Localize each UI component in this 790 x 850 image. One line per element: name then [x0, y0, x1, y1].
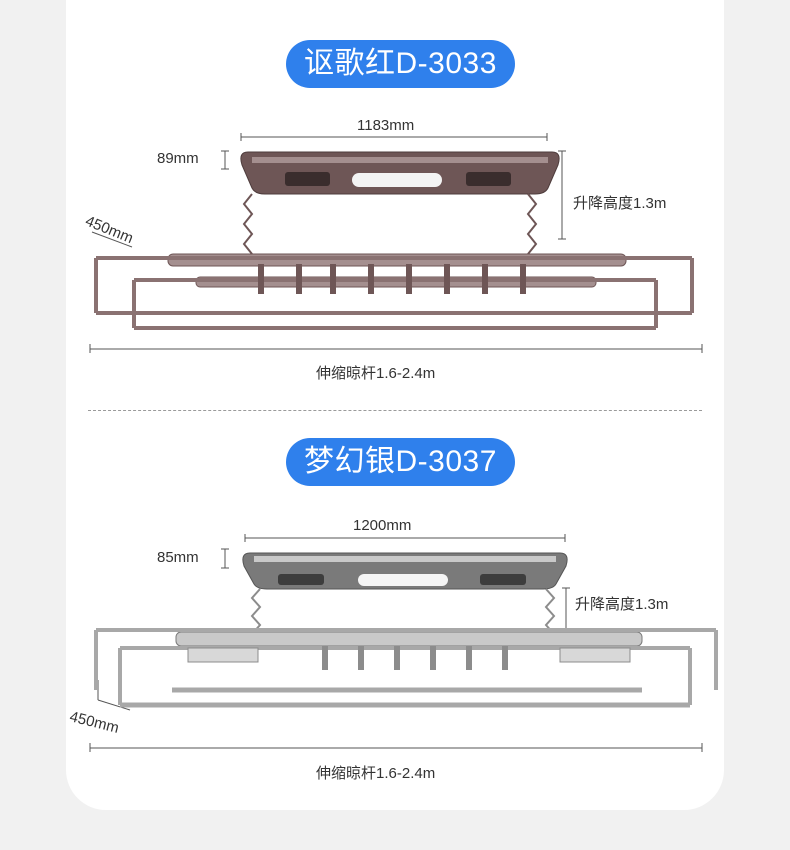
content-card: [66, 0, 724, 810]
dimension-lines-red: [89, 133, 703, 353]
section-divider: [88, 410, 702, 411]
lift-label-silver: 升降高度1.3m: [575, 596, 669, 613]
lift-arms-red: [242, 193, 538, 255]
length-label-red: 1183mm: [357, 117, 415, 134]
thickness-label-silver: 85mm: [157, 549, 199, 566]
rack-rails-silver: [94, 628, 718, 708]
thickness-label-red: 89mm: [157, 150, 199, 167]
product-title-red: 讴歌红D-3033: [286, 40, 515, 88]
hangers-silver: [322, 646, 508, 670]
lift-arms-silver: [250, 588, 556, 635]
ceiling-box-silver: [242, 552, 568, 590]
lift-label-red: 升降高度1.3m: [573, 195, 667, 212]
ceiling-box-red: [240, 151, 560, 195]
hangers-red: [258, 264, 526, 294]
rack-rails-red: [94, 253, 694, 330]
length-label-silver: 1200mm: [353, 517, 412, 534]
rod-label-red: 伸缩晾杆1.6-2.4m: [316, 365, 436, 382]
rod-label-silver: 伸缩晾杆1.6-2.4m: [316, 765, 436, 782]
product-title-silver: 梦幻银D-3037: [286, 438, 515, 486]
